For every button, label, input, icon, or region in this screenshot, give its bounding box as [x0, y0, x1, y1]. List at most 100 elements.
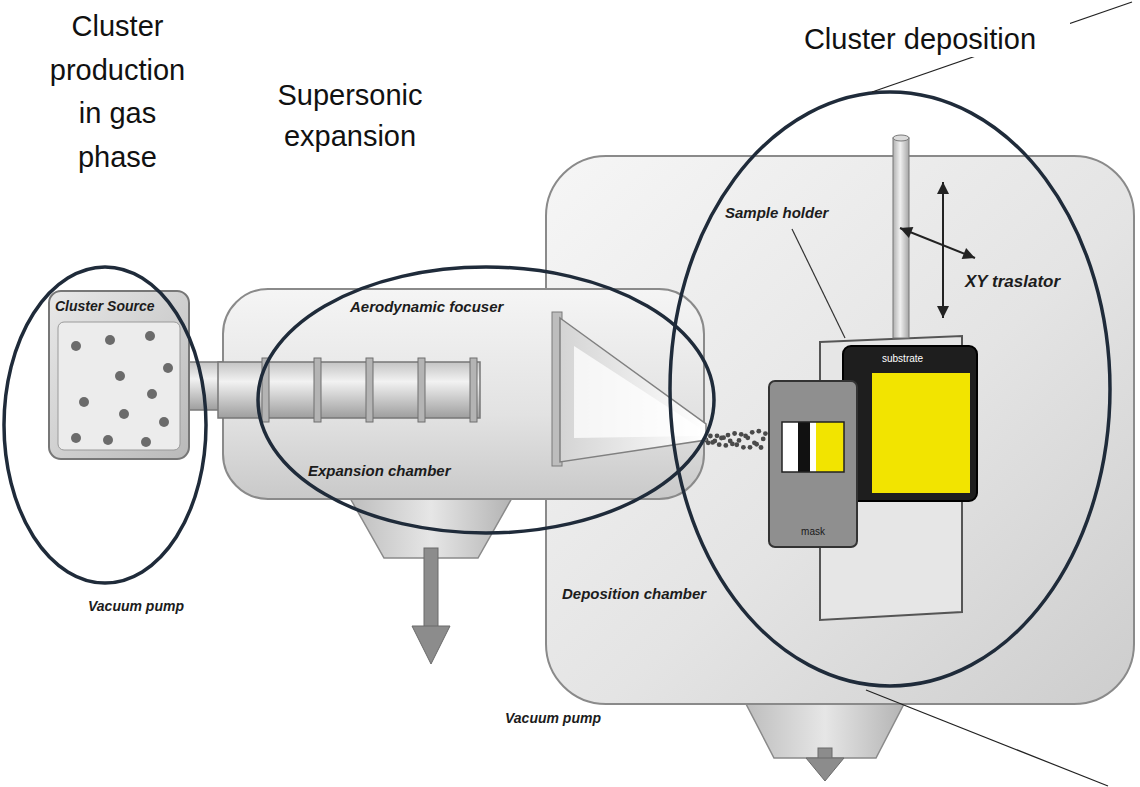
focuser-lens	[314, 358, 321, 422]
stage-outline	[4, 267, 206, 583]
text-slot: Aerodynamic focuser	[350, 298, 503, 316]
expansion-chamber-shape	[222, 288, 705, 500]
focuser-tube	[218, 362, 480, 418]
cluster-dot	[71, 341, 81, 351]
stage-ellipse: Supersonic expansion	[256, 265, 716, 535]
text-slot: Supersonic expansion	[265, 75, 435, 156]
cluster-beam	[750, 430, 755, 435]
substrate-label: substrate	[882, 353, 923, 365]
holder-rod	[893, 135, 909, 141]
cluster-beam	[763, 431, 768, 436]
substrate-body	[843, 346, 977, 501]
cluster-dot	[163, 363, 173, 373]
label-slot: Vacuum pump	[88, 598, 184, 615]
motion-arrow	[942, 182, 944, 318]
cluster-beam	[748, 445, 753, 450]
cluster-beam	[723, 443, 728, 448]
cluster-dot	[103, 435, 113, 445]
stage-ellipse: Cluster production in gas phase	[2, 265, 208, 585]
text-slot: Deposition chamber	[562, 585, 706, 603]
stage-heading: Cluster deposition	[770, 22, 1070, 57]
pump-label: Vacuum pump	[505, 710, 601, 727]
arrow-head	[937, 182, 949, 194]
skimmer-cone	[560, 318, 706, 462]
substrate-plate: substrate	[842, 345, 978, 502]
focuser-lens	[366, 358, 373, 422]
cluster-beam	[759, 445, 764, 450]
stage-heading: Cluster production in gas phase	[40, 5, 195, 179]
cluster-beam	[756, 429, 761, 434]
cluster-beam	[706, 440, 711, 445]
cluster-dot	[141, 437, 151, 447]
mask-window	[798, 422, 810, 472]
cluster-beam	[737, 438, 742, 443]
chamber-label: Cluster Source	[55, 298, 155, 315]
arrow-head	[900, 227, 913, 238]
pump-arrow	[806, 758, 844, 781]
cluster-beam	[708, 434, 713, 439]
cluster-beam	[739, 432, 744, 437]
pump-label: Vacuum pump	[88, 598, 184, 615]
arrow-head	[962, 248, 975, 259]
holder-rod	[893, 138, 909, 338]
chamber-label: Deposition chamber	[562, 585, 706, 603]
part-label: Aerodynamic focuser	[350, 298, 503, 316]
text-slot: Cluster production in gas phase	[40, 5, 195, 179]
skimmer-highlight	[574, 346, 700, 438]
text-slot: Expansion chamber	[308, 462, 451, 480]
cluster-dot	[145, 331, 155, 341]
cluster-beam	[754, 442, 759, 447]
mask-window	[816, 422, 844, 472]
cluster-beam	[734, 442, 739, 447]
cluster-beam	[721, 435, 726, 440]
chamber-label: Expansion chamber	[308, 462, 451, 480]
cluster-beam	[741, 445, 746, 450]
mask-window	[782, 422, 844, 472]
mask-plate-shape	[768, 380, 858, 548]
text-slot: substrate	[882, 353, 923, 365]
cluster-source-box: Cluster Source	[48, 290, 190, 460]
mask-body	[769, 381, 857, 547]
cluster-dot	[159, 417, 169, 427]
text-slot: Cluster Source	[55, 298, 155, 315]
cluster-beam	[732, 431, 737, 436]
cluster-dot	[147, 389, 157, 399]
label-slot: Vacuum pump	[505, 710, 601, 727]
stage-ellipse-shape	[2, 265, 208, 585]
pump-arrow	[424, 548, 438, 628]
expansion-chamber: Aerodynamic focuserExpansion chamber	[222, 288, 705, 500]
cluster-dot	[71, 433, 81, 443]
stage-ellipse-shape	[668, 90, 1112, 688]
cluster-source-box-shape	[48, 290, 190, 460]
text-slot: Cluster deposition	[770, 22, 1070, 57]
cluster-beam	[717, 442, 722, 447]
leader-line	[792, 229, 845, 338]
cluster-beam	[712, 439, 717, 444]
source-window	[58, 322, 180, 450]
cluster-beam	[726, 433, 731, 438]
mask-plate: mask	[768, 380, 864, 548]
cluster-beam	[730, 442, 735, 447]
motion-arrow	[900, 228, 975, 258]
cluster-beam	[715, 433, 720, 438]
source-housing	[49, 291, 189, 459]
arrow-head	[937, 306, 949, 318]
cluster-dot	[115, 371, 125, 381]
cluster-dot	[119, 409, 129, 419]
mask-window	[782, 422, 798, 472]
text-slot: mask	[768, 526, 858, 538]
mask-window	[810, 422, 816, 472]
cluster-beam	[761, 437, 766, 442]
cluster-beam	[745, 435, 750, 440]
focuser-lens	[470, 358, 477, 422]
cluster-dot	[105, 335, 115, 345]
pump-arrow	[412, 626, 450, 664]
mask-label: mask	[768, 526, 858, 538]
focuser-lens	[262, 358, 269, 422]
chamber-body	[546, 156, 1134, 704]
stage-ellipse-shape	[256, 265, 716, 535]
substrate-film	[872, 373, 970, 493]
stage-ellipse: Cluster deposition	[668, 90, 1112, 688]
substrate-plate-shape	[842, 345, 978, 502]
